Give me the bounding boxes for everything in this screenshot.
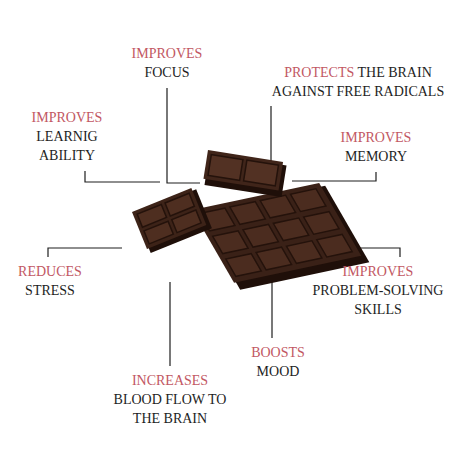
benefit-label: PROTECTS THE BRAIN AGAINST FREE RADICALS [253, 63, 463, 101]
chocolate-piece [203, 150, 287, 197]
chocolate-piece [132, 187, 212, 254]
benefit-text: BLOOD FLOW TO THE BRAIN [108, 390, 232, 428]
leader-lines [48, 88, 400, 366]
benefit-text: LEARNIG ABILITY [17, 127, 117, 165]
benefit-text: MEMORY [316, 147, 436, 166]
benefit-text: PROBLEM-SOLVING SKILLS [293, 281, 463, 319]
leader-line [85, 171, 160, 182]
benefit-label: IMPROVESPROBLEM-SOLVING SKILLS [293, 262, 463, 319]
benefit-verb: IMPROVES [17, 108, 117, 127]
benefit-verb: BOOSTS [228, 343, 328, 362]
benefit-verb: IMPROVES [107, 44, 227, 63]
benefit-verb: IMPROVES [316, 128, 436, 147]
benefit-text: STRESS [5, 281, 95, 300]
benefit-verb: INCREASES [108, 371, 232, 390]
leader-line [48, 248, 122, 257]
leader-line [271, 282, 272, 338]
benefit-verb: REDUCES [5, 262, 95, 281]
benefit-verb: PROTECTS [284, 65, 354, 80]
benefit-text: FOCUS [107, 63, 227, 82]
benefit-label: BOOSTSMOOD [228, 343, 328, 381]
benefit-verb: IMPROVES [293, 262, 463, 281]
benefit-label: REDUCESSTRESS [5, 262, 95, 300]
leader-line [167, 88, 200, 183]
benefit-label: IMPROVESFOCUS [107, 44, 227, 82]
leader-line [292, 172, 376, 181]
benefit-label: IMPROVESLEARNIG ABILITY [17, 108, 117, 165]
benefit-label: IMPROVESMEMORY [316, 128, 436, 166]
benefit-text: MOOD [228, 362, 328, 381]
leader-line [270, 106, 271, 165]
leader-line [169, 282, 170, 366]
benefit-label: INCREASESBLOOD FLOW TO THE BRAIN [108, 371, 232, 428]
